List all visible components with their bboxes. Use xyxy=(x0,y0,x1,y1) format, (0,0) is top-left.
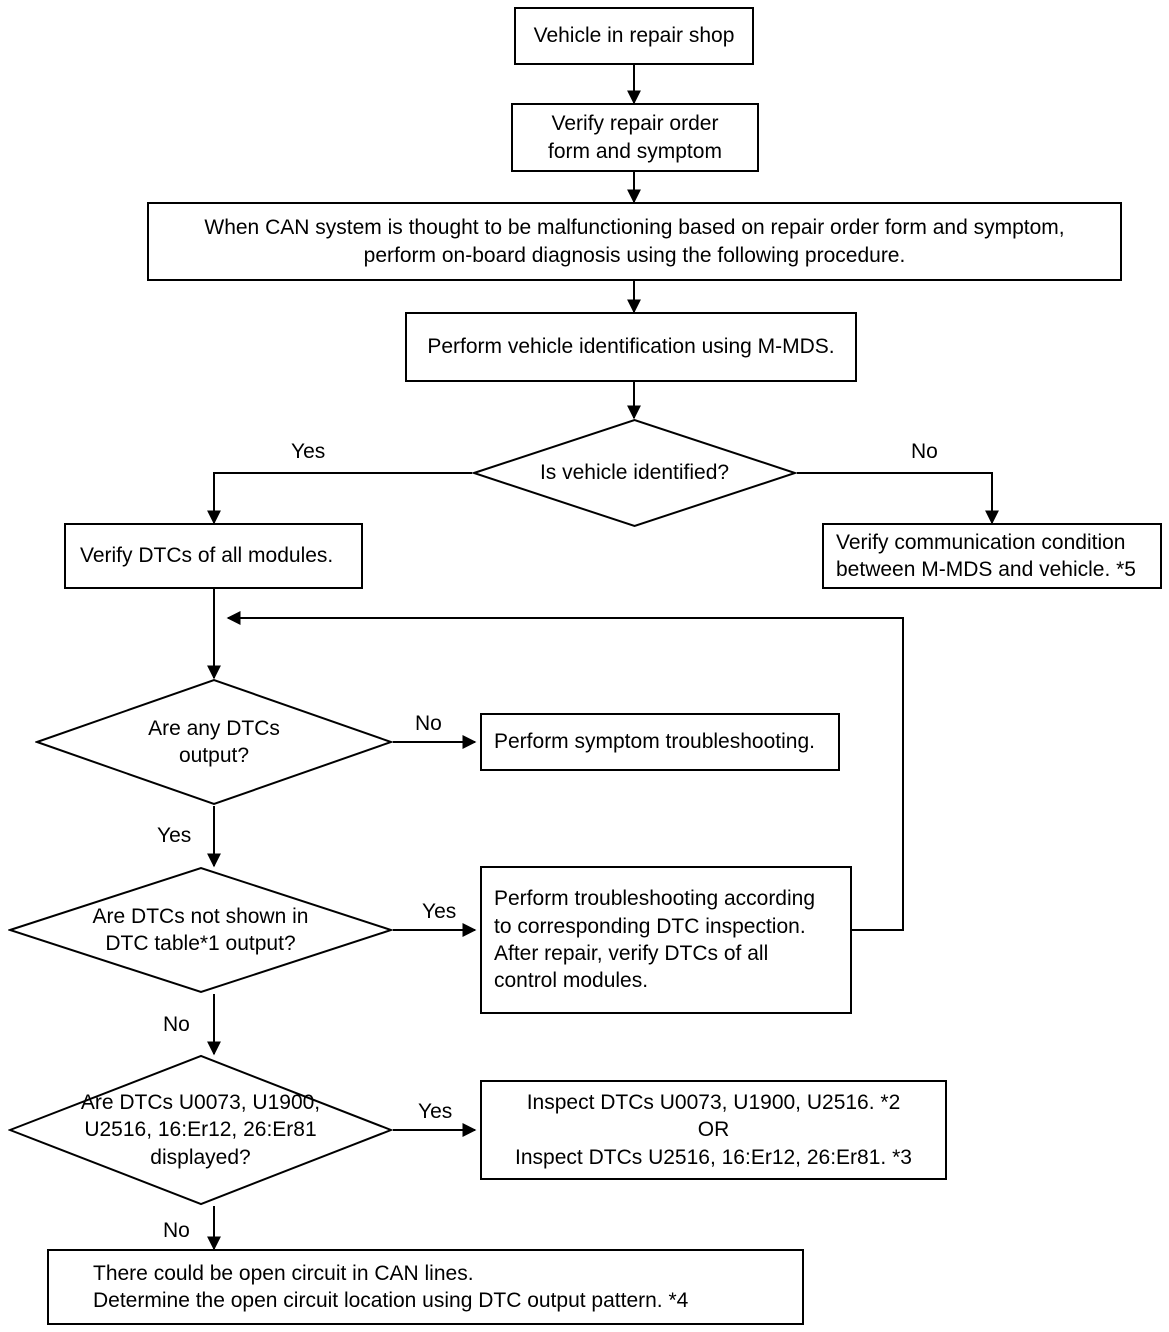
edge-label-identified-yes: Yes xyxy=(291,440,326,463)
node-label-line2: perform on-board diagnosis using the fol… xyxy=(363,243,906,267)
node-label-line2: OR xyxy=(697,1118,730,1142)
edge-label-not-shown-no: No xyxy=(163,1013,190,1036)
node-verify-communication-condition: Verify communication condition between M… xyxy=(822,523,1162,589)
node-label-line1: Inspect DTCs U0073, U1900, U2516. *2 xyxy=(526,1091,901,1115)
node-label-line2: between M-MDS and vehicle. *5 xyxy=(836,558,1136,581)
node-perform-troubleshooting-dtc: Perform troubleshooting according to cor… xyxy=(480,866,852,1014)
node-perform-vehicle-identification: Perform vehicle identification using M-M… xyxy=(405,312,857,382)
node-label: Perform vehicle identification using M-M… xyxy=(427,335,835,359)
node-label-line2: form and symptom xyxy=(548,139,722,163)
edge-label-not-shown-yes: Yes xyxy=(422,900,457,923)
node-inspect-dtcs: Inspect DTCs U0073, U1900, U2516. *2 OR … xyxy=(480,1080,947,1180)
node-vehicle-in-repair-shop: Vehicle in repair shop xyxy=(514,7,754,65)
edge-label-displayed-no: No xyxy=(163,1219,190,1242)
edge-label-displayed-yes: Yes xyxy=(418,1100,453,1123)
edge-label-any-dtcs-no: No xyxy=(415,712,442,735)
node-label-line3: After repair, verify DTCs of all xyxy=(494,942,769,965)
node-label: Vehicle in repair shop xyxy=(533,24,735,48)
node-can-malfunction-intro: When CAN system is thought to be malfunc… xyxy=(147,202,1122,281)
node-label-line2: Determine the open circuit location usin… xyxy=(93,1289,689,1312)
node-verify-dtcs-all-modules: Verify DTCs of all modules. xyxy=(64,523,363,589)
node-open-circuit-in-can-lines: There could be open circuit in CAN lines… xyxy=(47,1249,804,1325)
node-label: Perform symptom troubleshooting. xyxy=(494,730,815,754)
decision-are-any-dtcs-output: Are any DTCs output? xyxy=(35,678,393,806)
node-label: Verify DTCs of all modules. xyxy=(80,544,334,568)
node-label-line2: to corresponding DTC inspection. xyxy=(494,914,806,938)
decision-are-dtcs-not-shown: Are DTCs not shown in DTC table*1 output… xyxy=(8,866,393,994)
node-label-line1: Verify communication condition xyxy=(836,530,1126,554)
decision-are-dtcs-displayed: Are DTCs U0073, U1900, U2516, 16:Er12, 2… xyxy=(8,1054,393,1206)
node-label-line4: control modules. xyxy=(494,969,649,993)
node-label-line1: Perform troubleshooting according xyxy=(494,887,816,911)
node-verify-repair-order: Verify repair order form and symptom xyxy=(511,103,759,172)
edge-label-identified-no: No xyxy=(911,440,938,463)
node-label-line1: Verify repair order xyxy=(551,112,719,136)
edge-label-any-dtcs-yes: Yes xyxy=(157,824,192,847)
decision-is-vehicle-identified: Is vehicle identified? xyxy=(472,418,797,528)
node-perform-symptom-troubleshooting: Perform symptom troubleshooting. xyxy=(480,713,840,771)
node-label-line3: Inspect DTCs U2516, 16:Er12, 26:Er81. *3 xyxy=(515,1145,912,1169)
node-label-line1: When CAN system is thought to be malfunc… xyxy=(204,216,1065,240)
node-label-line1: There could be open circuit in CAN lines… xyxy=(93,1261,474,1285)
